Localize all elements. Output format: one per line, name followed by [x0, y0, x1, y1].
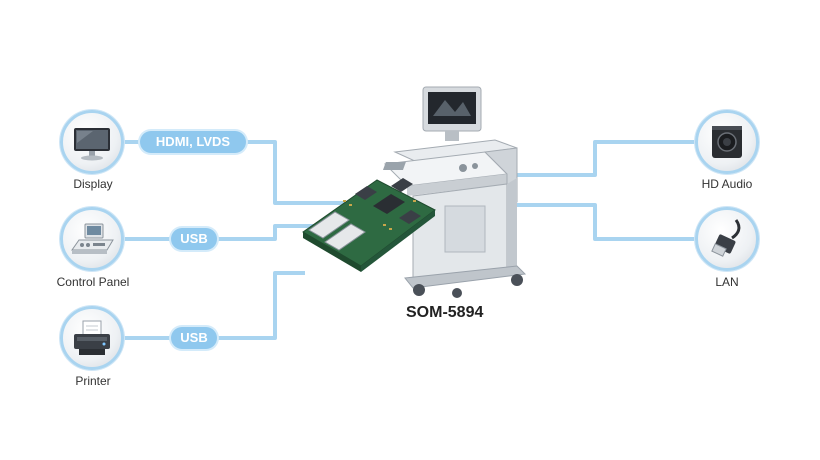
line-hd-audio: [508, 140, 695, 177]
display-label: Display: [73, 177, 113, 191]
display-node: [60, 110, 124, 174]
lan-node: [695, 207, 759, 271]
hd-audio-label: HD Audio: [701, 177, 753, 191]
connection-pill-control-panel: USB: [171, 228, 217, 250]
lan-label: LAN: [715, 275, 739, 289]
hd-audio-node: [695, 110, 759, 174]
control-panel-icon: [71, 223, 114, 254]
device-label: SOM-5894: [406, 304, 484, 321]
control-panel-label: Control Panel: [56, 275, 130, 289]
connection-pill-display: HDMI, LVDS: [140, 131, 246, 153]
connection-pill-printer: USB: [171, 327, 217, 349]
speaker-icon: [712, 126, 742, 158]
printer-node: [60, 306, 124, 370]
monitor-icon: [74, 128, 110, 161]
printer-label: Printer: [75, 374, 111, 388]
control-panel-node: [60, 207, 124, 271]
ethernet-cable-icon: [711, 219, 741, 257]
line-lan: [500, 203, 695, 241]
ultrasound-machine-with-board-icon: [302, 86, 527, 298]
printer-icon: [74, 320, 110, 355]
